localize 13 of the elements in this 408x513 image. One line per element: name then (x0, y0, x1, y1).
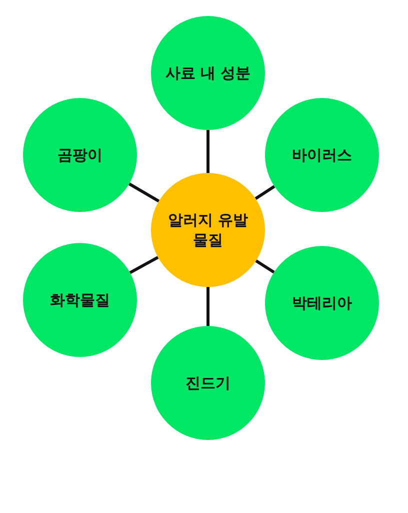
circle-label: 곰팡이 (56, 144, 104, 166)
connector-line (254, 185, 276, 200)
circle-label: 바이러스 (291, 144, 353, 166)
connector-line (206, 130, 210, 173)
connector-line (128, 182, 160, 202)
circle-label: 화학물질 (49, 290, 111, 310)
connector-line (255, 259, 275, 274)
connector-line (206, 287, 210, 326)
circle-label: 사료 내 성분 (164, 62, 252, 84)
circle-label: 알러지 유발 물질 (166, 210, 250, 250)
circle-label: 진드기 (184, 372, 232, 394)
connector-line (129, 256, 159, 274)
circle-label: 박테리아 (291, 292, 353, 314)
